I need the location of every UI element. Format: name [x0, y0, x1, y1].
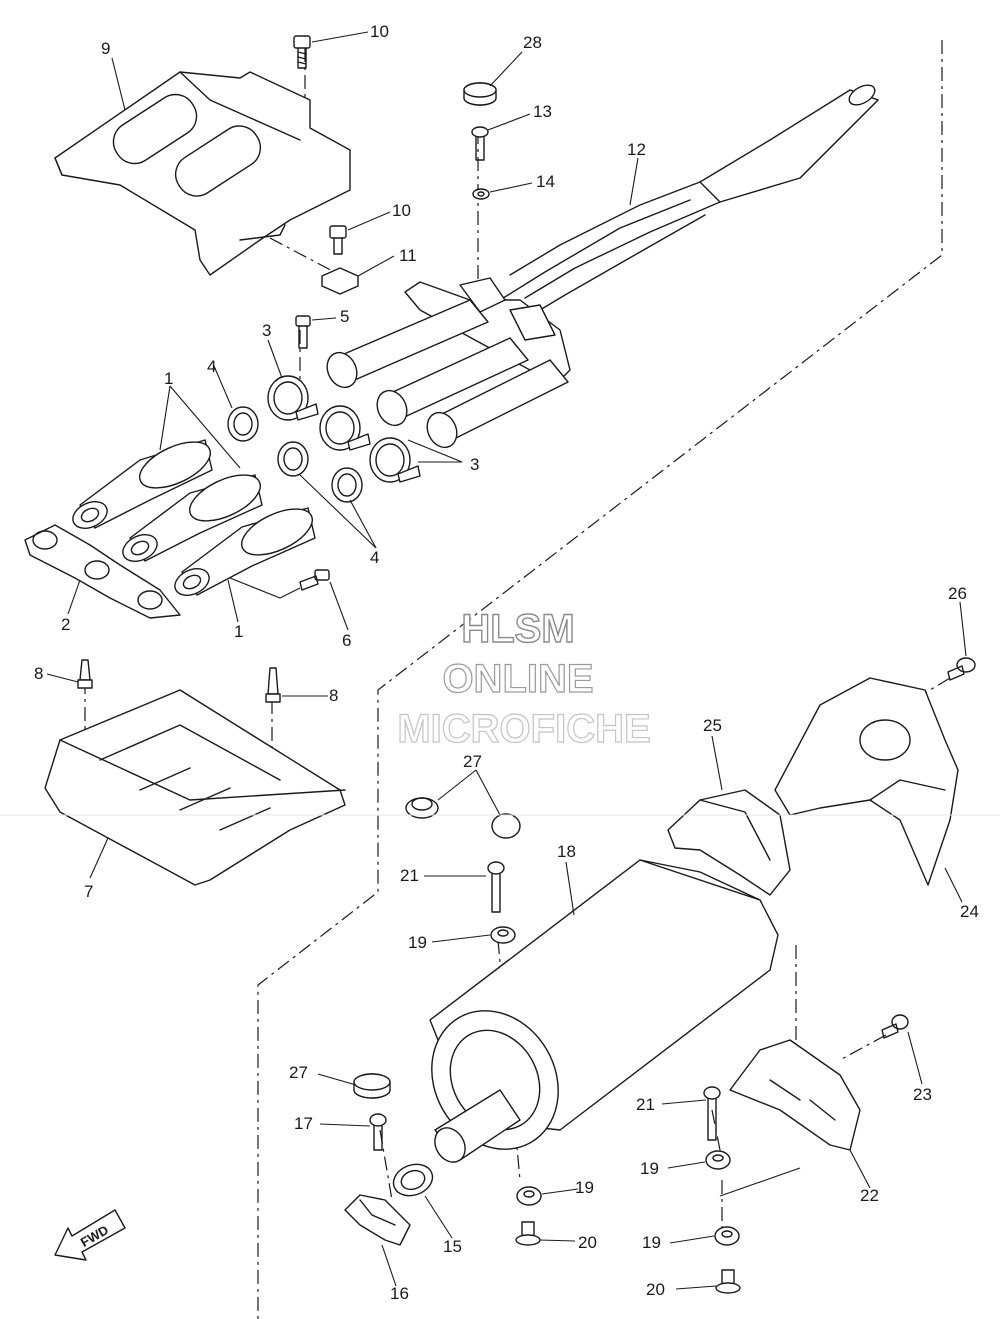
bolt-13: [471, 126, 489, 161]
callout-4: 4: [207, 357, 216, 376]
callout-24: 24: [960, 902, 979, 921]
callout-8: 8: [329, 686, 338, 705]
callout-2: 2: [61, 615, 70, 634]
under-panel-7: [44, 689, 346, 886]
callout-6: 6: [342, 631, 351, 650]
callout-10: 10: [392, 201, 411, 220]
callout-27: 27: [463, 752, 482, 771]
clamps-3: [267, 375, 421, 483]
muffler-protector-24: [774, 677, 959, 886]
callout-16: 16: [390, 1284, 409, 1303]
callout-12: 12: [627, 140, 646, 159]
callout-19: 19: [640, 1159, 659, 1178]
bolt-23: [881, 1014, 909, 1039]
heat-guard-band-25: [667, 789, 791, 896]
flex-pipes-1: [72, 439, 316, 596]
grommet-27-top: [405, 797, 521, 839]
callout-20: 20: [646, 1280, 665, 1299]
callout-numbers: 9 10 28 13 12 14 10 11 5 3 4 1 3 4 2 1 6…: [34, 22, 979, 1303]
callout-19: 19: [642, 1233, 661, 1252]
callout-17: 17: [294, 1114, 313, 1133]
callout-22: 22: [860, 1186, 879, 1205]
callout-26: 26: [948, 584, 967, 603]
pins-20: [515, 1221, 741, 1294]
gaskets-4: [227, 406, 363, 503]
rivets-8: [77, 659, 281, 703]
exhaust-pipe-assembly-12: [326, 84, 879, 449]
bolt-6: [299, 569, 330, 591]
watermark: HLSM ONLINE MICROFICHE: [397, 606, 652, 751]
callout-19: 19: [408, 933, 427, 952]
watermark-line-3: MICROFICHE: [397, 707, 650, 751]
callout-3: 3: [262, 321, 271, 340]
callout-21: 21: [636, 1095, 655, 1114]
callout-15: 15: [443, 1237, 462, 1256]
bolt-10-top: [293, 35, 311, 69]
watermark-line-2: ONLINE: [442, 657, 593, 701]
callout-18: 18: [557, 842, 576, 861]
bolt-26: [947, 657, 976, 681]
callout-8: 8: [34, 664, 43, 683]
bolt-5: [295, 315, 311, 349]
callout-19: 19: [575, 1178, 594, 1197]
callout-20: 20: [578, 1233, 597, 1252]
callout-25: 25: [703, 716, 722, 735]
cap-28: [463, 82, 497, 106]
gasket-plate-2: [24, 524, 181, 619]
watermark-line-1: HLSM: [461, 607, 574, 651]
bolt-17: [369, 1113, 387, 1151]
callout-13: 13: [533, 102, 552, 121]
clamp-bracket-16: [344, 1194, 411, 1246]
callout-1: 1: [164, 369, 173, 388]
callout-21: 21: [400, 866, 419, 885]
callout-14: 14: [536, 172, 555, 191]
leader-lines: [46, 31, 967, 1290]
heat-shield-top: [54, 71, 351, 276]
callout-7: 7: [84, 882, 93, 901]
cap-27-lower: [353, 1073, 391, 1099]
callout-27: 27: [289, 1063, 308, 1082]
callout-11: 11: [399, 246, 417, 265]
callout-1: 1: [234, 622, 243, 641]
callout-5: 5: [340, 307, 349, 326]
callout-4: 4: [370, 548, 379, 567]
bolt-10-mid: [329, 225, 347, 255]
muffler-18: [429, 859, 779, 1163]
spacers-19-lower-right: [705, 1150, 740, 1246]
callout-10: 10: [370, 22, 389, 41]
callout-23: 23: [913, 1085, 932, 1104]
bolt-21-lower: [703, 1086, 721, 1141]
callout-3: 3: [470, 455, 479, 474]
callout-28: 28: [523, 33, 542, 52]
bolt-21-top: [487, 861, 505, 913]
washer-14: [472, 188, 490, 200]
callout-9: 9: [101, 39, 110, 58]
spacer-19-lower: [516, 1186, 542, 1206]
clip-nut-11: [321, 267, 359, 295]
forward-arrow-icon: [54, 1209, 126, 1261]
muffler-bracket-22: [729, 1039, 861, 1151]
sleeve-15: [392, 1163, 434, 1197]
spacer-19-top: [490, 926, 516, 944]
